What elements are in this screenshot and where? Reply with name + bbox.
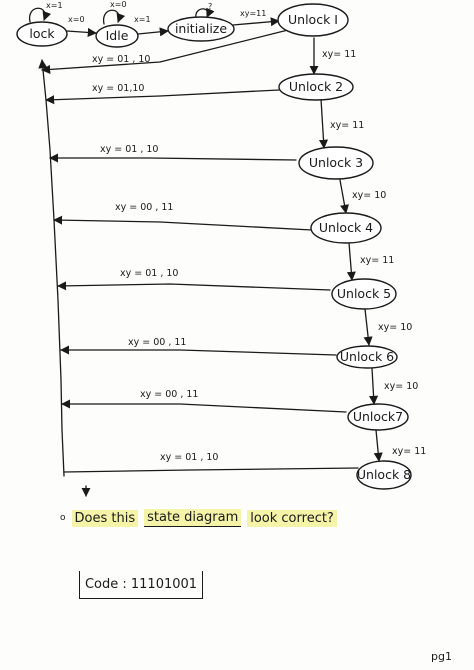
edge-unlock7-to-unlock8 (373, 429, 383, 462)
label-return-6: xy = 00 , 11 (128, 337, 186, 348)
label-return-1: xy = 01 , 10 (92, 54, 150, 65)
state-unlock8-label: Unlock 8 (357, 467, 411, 482)
state-unlock6-label: Unlock 6 (340, 349, 394, 364)
edge-initialize-to-unlock1 (232, 17, 280, 27)
return-edge-unlock5 (57, 281, 331, 291)
self-loop-initialize (195, 7, 215, 19)
edge-unlock6-to-unlock7 (369, 367, 379, 405)
label-forward-1: xy= 11 (322, 49, 356, 60)
return-edge-unlock6 (60, 345, 337, 356)
label-forward-3: xy= 10 (352, 190, 386, 201)
code-box: Code : 11101001 (79, 571, 203, 599)
state-unlock1-label: Unlock I (288, 12, 338, 27)
label-lock-self: x=1 (46, 1, 63, 10)
question-text-part1: Does this (71, 509, 139, 527)
label-return-7: xy = 00 , 11 (140, 389, 198, 400)
state-unlock6 (336, 345, 398, 369)
return-bus-line (38, 59, 65, 477)
question-text-part2: state diagram (144, 509, 242, 527)
label-initialize-to-unlock1: xy=11 (240, 9, 266, 18)
question-note: o Does this state diagram look correct? (60, 506, 337, 530)
return-edge-unlock8 (63, 467, 359, 473)
state-unlock7 (347, 403, 409, 431)
state-unlock2-label: Unlock 2 (289, 79, 343, 94)
state-unlock5-label: Unlock 5 (337, 286, 391, 301)
state-unlock2 (278, 73, 354, 101)
label-return-4: xy = 00 , 11 (115, 202, 173, 213)
edge-unlock3-to-unlock4 (339, 179, 350, 214)
label-idle-to-initialize: x=1 (134, 15, 151, 24)
state-unlock8 (356, 460, 412, 490)
return-edge-unlock2 (45, 89, 280, 105)
label-forward-4: xy= 11 (360, 255, 394, 266)
edge-unlock4-to-unlock5 (346, 242, 356, 281)
label-return-5: xy = 01 , 10 (120, 268, 178, 279)
state-idle (95, 24, 139, 48)
state-lock (16, 21, 68, 47)
return-edge-unlock7 (61, 399, 347, 413)
self-loop-idle (103, 9, 126, 25)
edge-unlock5-to-unlock6 (363, 308, 373, 346)
state-unlock3-label: Unlock 3 (309, 155, 363, 170)
state-unlock4-label: Unlock 4 (319, 220, 373, 235)
edge-unlock2-to-unlock3 (318, 98, 329, 149)
state-lock-label: lock (29, 26, 55, 41)
code-label: Code : 11101001 (84, 577, 198, 592)
self-loop-lock (29, 7, 52, 23)
edge-idle-to-initialize (137, 27, 169, 37)
question-text-part3: look correct? (247, 509, 337, 527)
return-edge-unlock3 (49, 153, 297, 163)
label-forward-7: xy= 11 (392, 446, 426, 457)
label-idle-self: x=0 (110, 0, 127, 9)
label-forward-6: xy= 10 (384, 381, 418, 392)
label-initialize-self: ? (208, 2, 212, 11)
label-return-2: xy = 01,10 (92, 83, 144, 94)
state-unlock7-label: Unlock7 (353, 409, 403, 424)
state-unlock1 (277, 3, 349, 37)
label-return-8: xy = 01 , 10 (160, 452, 218, 463)
state-initialize-label: initialize (175, 21, 227, 36)
question-bullet: o (60, 513, 66, 523)
state-unlock3 (298, 146, 374, 180)
label-lock-to-idle: x=0 (68, 15, 85, 24)
label-forward-2: xy= 11 (330, 120, 364, 131)
return-edge-unlock4 (53, 215, 313, 231)
label-return-3: xy = 01 , 10 (100, 144, 158, 155)
edge-lock-to-idle (66, 27, 97, 37)
page-number: pg1 (431, 650, 452, 663)
state-unlock5 (331, 278, 397, 310)
return-edge-unlock1 (41, 29, 289, 74)
state-idle-label: Idle (106, 28, 129, 43)
label-forward-5: xy= 10 (378, 322, 412, 333)
state-initialize (167, 16, 235, 42)
state-unlock4 (310, 212, 382, 244)
